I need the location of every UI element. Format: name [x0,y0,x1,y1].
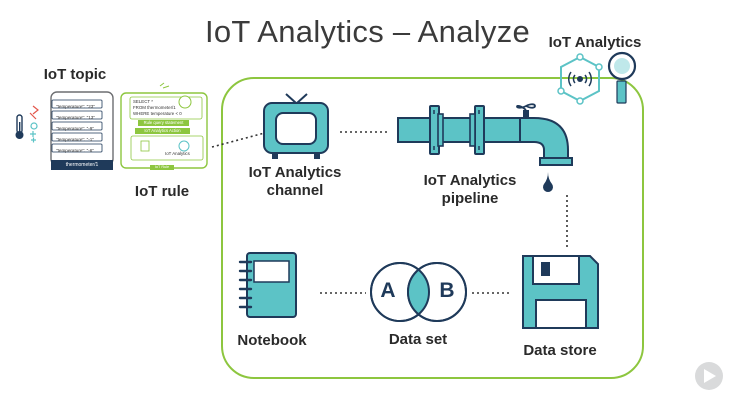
topic-footer: thermometer/1 [65,162,99,168]
topic-message: "temperature": "-6" [56,148,94,153]
datastore-floppy-icon [522,255,599,329]
iot-rule-label: IoT rule [134,183,190,200]
iot-analytics-container [221,77,644,379]
iot-analytics-icon [557,51,637,105]
page-title: IoT Analytics – Analyze [204,14,531,49]
notebook-label: Notebook [237,332,307,349]
rule-action-label: IoT Analytics [165,151,190,156]
rule-action-tag: IoT Analytics Action [144,128,181,133]
iot-topic-label: IoT topic [43,66,107,83]
rule-footer: IoT Rule [154,165,170,169]
topic-messages: "temperature": "23" "temperature": "13" … [56,101,102,156]
datastore-label: Data store [523,342,597,359]
topic-message: "temperature": "-9" [56,126,94,131]
channel-label-line1: IoT Analytics [248,164,342,181]
play-icon [695,362,723,390]
connectors [211,130,568,294]
dataset-label: Data set [388,331,448,348]
iot-topic-card [50,91,114,170]
connector-rule-channel [211,130,273,148]
channel-label: IoT Analytics channel [230,164,360,200]
rule-query-line: WHERE temperature < 0 [133,111,182,116]
rule-query: SELECT * FROM thermometer/1 WHERE temper… [133,99,183,117]
tv-channel-icon [263,93,329,159]
rule-query-line: SELECT * [133,99,153,104]
topic-message: "temperature": "13" [56,115,95,120]
pipeline-label-line1: IoT Analytics [423,172,517,189]
notebook-icon [238,252,297,318]
topic-message: "temperature": "23" [56,104,95,109]
channel-label-line2: channel [266,182,324,199]
pipeline-label: IoT Analytics pipeline [405,172,535,208]
venn-a-label: A [380,279,396,302]
thermometer-icon [15,114,24,139]
rule-query-line: FROM thermometer/1 [133,105,176,110]
dataset-venn-icon [370,262,467,322]
venn-b-label: B [439,279,455,302]
iot-rule-card [120,82,208,170]
pipeline-faucet-icon [397,103,573,193]
topic-message: "temperature": "-1" [56,137,94,142]
iot-analytics-label: IoT Analytics [548,34,642,51]
pipeline-label-line2: pipeline [441,190,499,207]
rule-query-tag: Rule query statement [143,120,184,125]
temperature-indicators-icon [29,105,39,143]
